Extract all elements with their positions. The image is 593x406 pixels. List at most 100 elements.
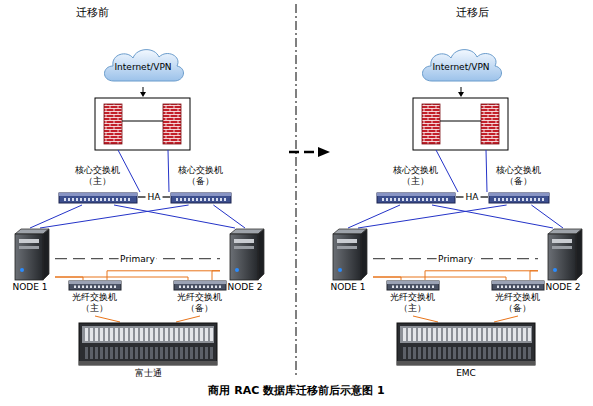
switch-port [434, 198, 436, 201]
disk-slot [210, 328, 213, 341]
disk-slot [423, 347, 426, 359]
disk-slot [473, 328, 476, 341]
disk-slot [100, 347, 103, 359]
switch-port [412, 286, 414, 289]
switch-port [98, 286, 100, 289]
server-bay [234, 246, 254, 249]
disk-slot [448, 347, 451, 359]
switch-port [394, 198, 396, 201]
server-bay [337, 246, 357, 249]
switch-body [59, 193, 137, 203]
disk-slot [170, 347, 173, 359]
disk-slot [135, 347, 138, 359]
switch-port [102, 286, 104, 289]
switch-body [174, 281, 226, 290]
disk-slot [443, 347, 446, 359]
server-front [548, 234, 576, 280]
disk-slot [458, 347, 461, 359]
connector [413, 316, 438, 322]
connector [114, 205, 235, 228]
switch-top [174, 281, 226, 284]
server-side [361, 229, 367, 280]
switch-port [72, 198, 74, 201]
switch-port [176, 198, 178, 201]
disk-slot [528, 347, 531, 359]
disk-slot [130, 328, 133, 341]
disk-slot [453, 328, 456, 341]
disk-slot [105, 347, 108, 359]
switch-port [534, 198, 536, 201]
switch-top [59, 193, 137, 196]
disk-slot [523, 347, 526, 359]
switch-port [430, 198, 432, 201]
connector [95, 316, 120, 322]
disk-slot [125, 347, 128, 359]
disk-slot [493, 328, 496, 341]
connector [432, 205, 553, 228]
switch-port [78, 286, 80, 289]
switch-body [377, 193, 455, 203]
server-front [230, 234, 258, 280]
disk-slot [85, 347, 88, 359]
switch-port [416, 286, 418, 289]
connector [212, 271, 220, 280]
switch-port [200, 198, 202, 201]
switch-port [446, 198, 448, 201]
switch-port [390, 198, 392, 201]
disk-slot [140, 328, 143, 341]
connector [213, 205, 245, 228]
switch-port [220, 198, 222, 201]
disk-slot [195, 328, 198, 341]
server-side [576, 229, 582, 280]
core-switch: 核心交换机 （主） [58, 165, 138, 205]
switch-port [110, 286, 112, 289]
disk-slot [115, 347, 118, 359]
disk-slot [428, 328, 431, 341]
server-bay [234, 239, 254, 243]
switch-port [404, 286, 406, 289]
disk-slot [125, 328, 128, 341]
disk-slot [488, 328, 491, 341]
switch-port [502, 198, 504, 201]
switch-port [402, 198, 404, 201]
switch-port [94, 286, 96, 289]
disk-slot [463, 328, 466, 341]
switch-top [489, 193, 549, 196]
switch-port [414, 198, 416, 201]
disk-slot [195, 347, 198, 359]
disk-slot [130, 347, 133, 359]
switch-port [406, 198, 408, 201]
switch-port [104, 198, 106, 201]
fiber-switch: 光纤交换机 （备） [488, 280, 548, 316]
disk-slot [115, 328, 118, 341]
switch-port [203, 286, 205, 289]
disk-slot [498, 347, 501, 359]
disk-slot [145, 347, 148, 359]
switch-port [420, 286, 422, 289]
disk-slot [413, 347, 416, 359]
disk-slot [478, 347, 481, 359]
disk-slot [438, 328, 441, 341]
switch-port [418, 198, 420, 201]
disk-slot [150, 328, 153, 341]
internet-cloud: Internet/VPN [100, 44, 186, 86]
disk-slot [448, 328, 451, 341]
node-label: 核心交换机 （备） [494, 165, 544, 187]
disk-slot [150, 347, 153, 359]
storage-array: EMC [396, 322, 536, 382]
disk-slot [95, 328, 98, 341]
disk-slot [523, 328, 526, 341]
switch-port [514, 198, 516, 201]
switch-body [171, 193, 231, 203]
connector [30, 205, 82, 228]
node-label: 光纤交换机 （备） [493, 292, 543, 314]
disk-slot [180, 347, 183, 359]
disk-slot [155, 328, 158, 341]
disk-slot [95, 347, 98, 359]
core-switch: 核心交换机 （主） [376, 165, 456, 205]
disk-slot [145, 328, 148, 341]
switch-port [100, 198, 102, 201]
caption: 商用 RAC 数据库迁移前后示意图 1 [0, 384, 593, 398]
switch-port [76, 198, 78, 201]
disk-slot [185, 347, 188, 359]
